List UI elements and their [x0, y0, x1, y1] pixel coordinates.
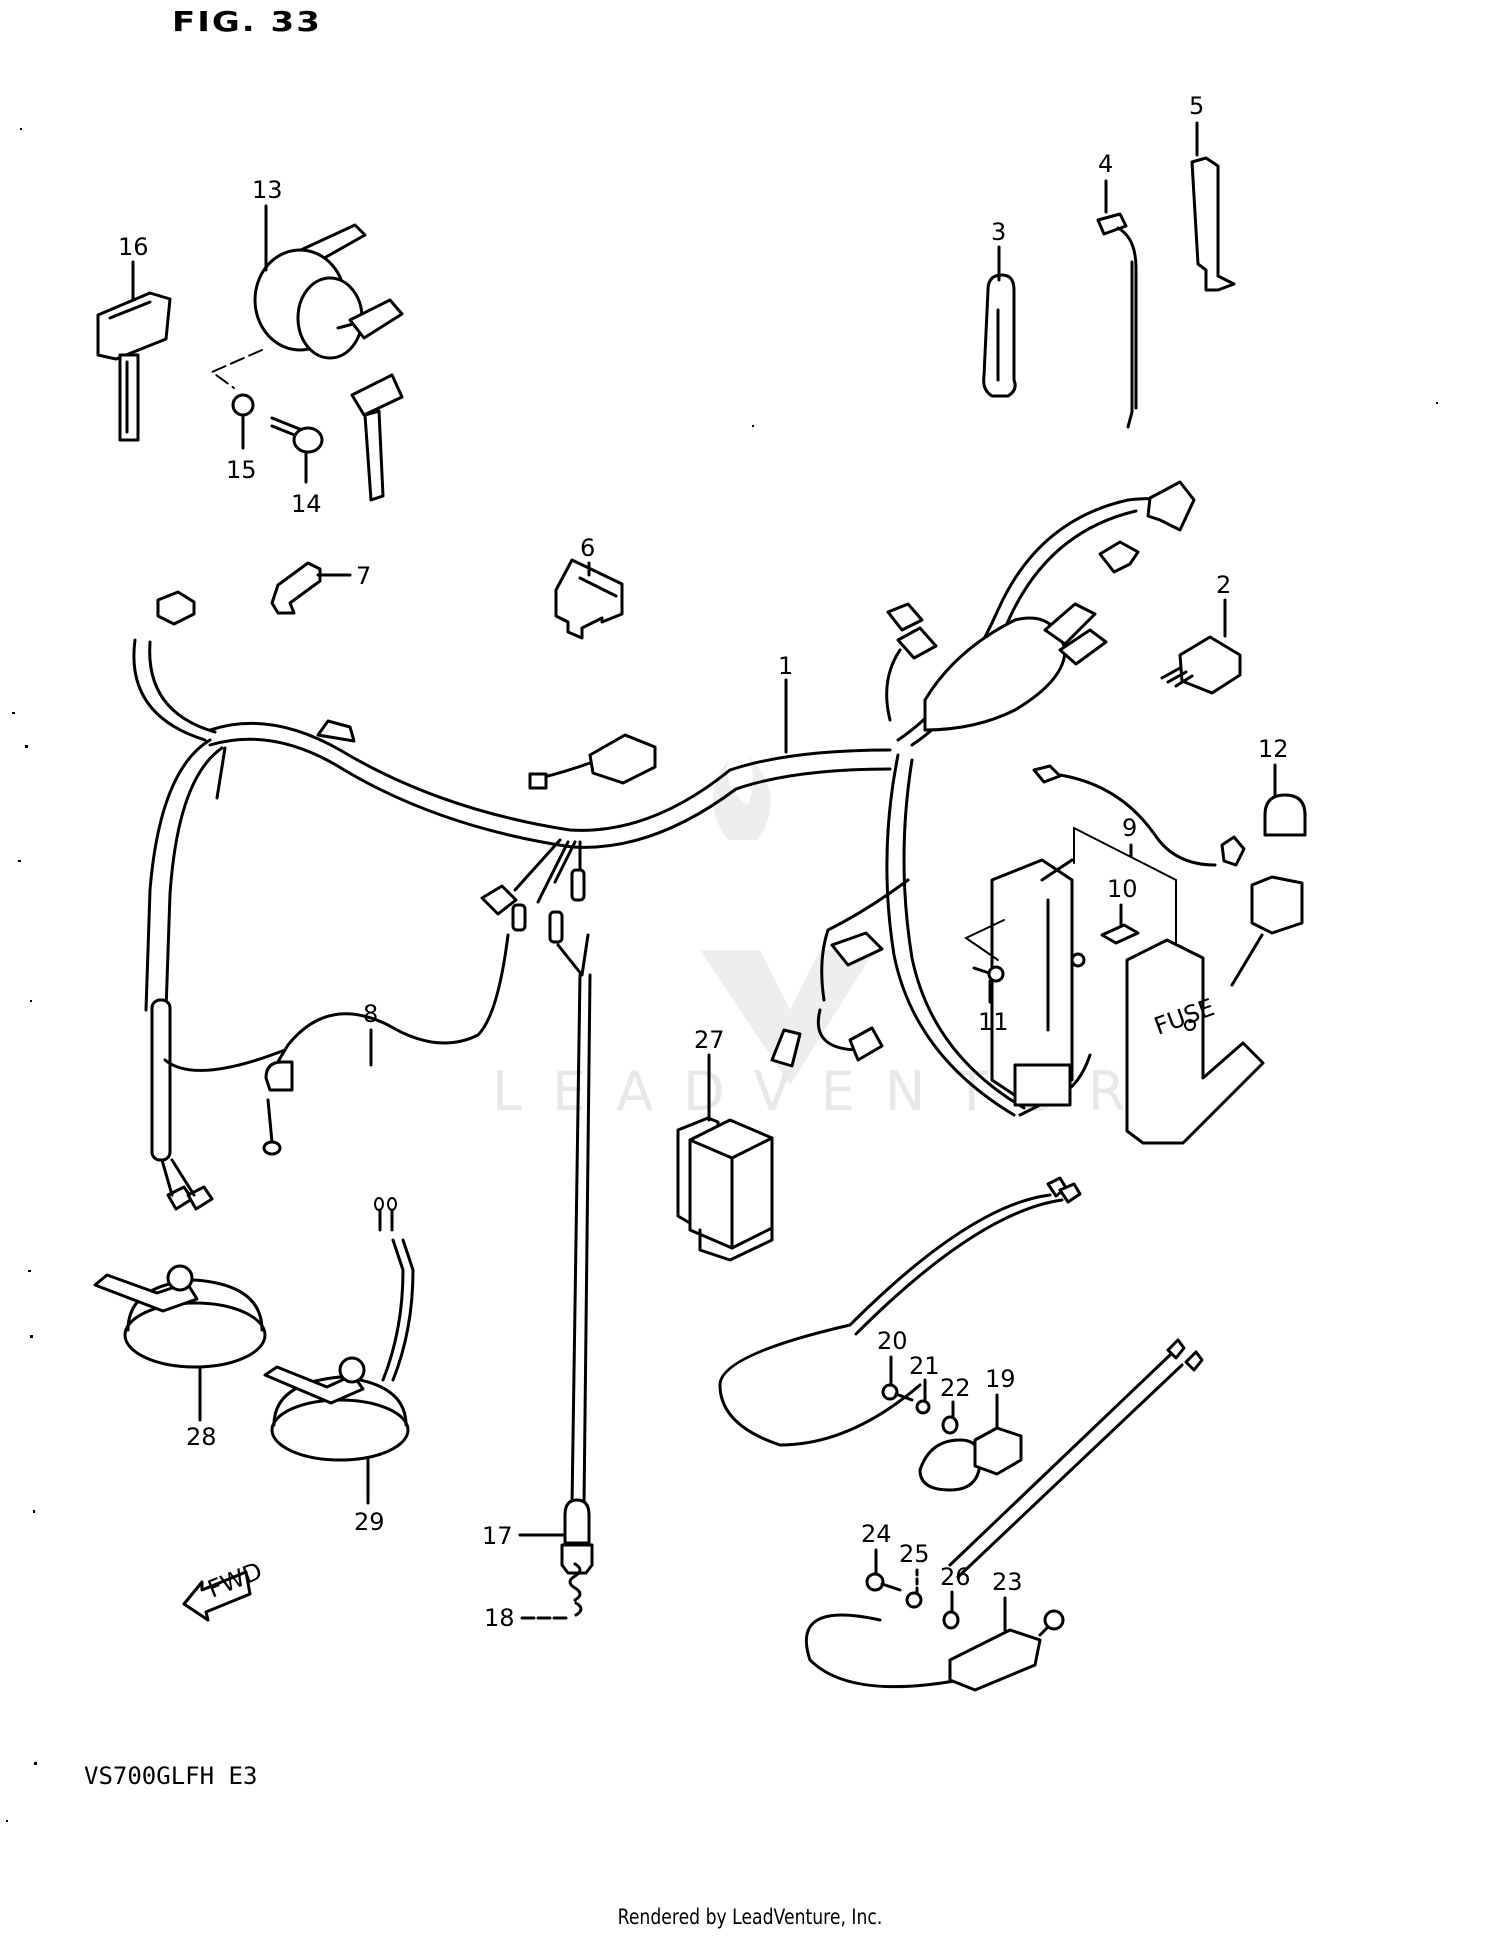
callout-14: 14: [291, 490, 322, 518]
part-21-washer[interactable]: 21: [909, 1352, 940, 1415]
callout-24: 24: [861, 1520, 892, 1548]
part-16-key[interactable]: 16: [96, 233, 172, 442]
callout-22: 22: [940, 1374, 971, 1402]
part-2-connector[interactable]: 2: [1160, 571, 1242, 695]
callout-19: 19: [985, 1365, 1016, 1393]
part-7-bracket-clip[interactable]: 7: [270, 561, 371, 615]
watermark-text: LEADVENTURE: [492, 1060, 1219, 1123]
callout-12: 12: [1258, 735, 1289, 763]
part-9-fuse-box[interactable]: 9 FUSE: [990, 814, 1265, 1145]
callout-1: 1: [778, 652, 793, 680]
callout-26: 26: [940, 1563, 971, 1591]
model-code: VS700GLFH E3: [84, 1762, 258, 1790]
part-29-horn[interactable]: 29: [263, 1197, 415, 1536]
part-13-ignition-switch[interactable]: 13: [210, 176, 404, 502]
callout-7: 7: [356, 562, 371, 590]
callout-4: 4: [1098, 150, 1113, 178]
callout-8: 8: [363, 1000, 378, 1028]
callout-17: 17: [482, 1522, 513, 1550]
part-1-wiring-harness[interactable]: 1: [132, 480, 1196, 1507]
footer-credit: Rendered by LeadVenture, Inc.: [617, 1905, 883, 1929]
callout-28: 28: [186, 1423, 217, 1451]
callout-21: 21: [909, 1352, 940, 1380]
callout-3: 3: [991, 218, 1006, 246]
part-12-main-fuse-holder[interactable]: 12: [1032, 735, 1307, 987]
callout-25: 25: [899, 1540, 930, 1568]
part-14-bolt[interactable]: 14: [270, 416, 324, 518]
part-5-wire-clamp[interactable]: 5: [1189, 92, 1236, 292]
callout-9: 9: [1122, 814, 1137, 842]
part-24-screw[interactable]: 24: [861, 1520, 902, 1592]
callout-6: 6: [580, 534, 595, 562]
callout-18: 18: [484, 1604, 515, 1632]
part-25-washer[interactable]: 25: [899, 1540, 930, 1609]
figure-title: FIG. 33: [172, 6, 322, 38]
part-10-fuse[interactable]: 10: [1100, 875, 1140, 945]
callout-20: 20: [877, 1327, 908, 1355]
callout-23: 23: [992, 1568, 1023, 1596]
callout-11: 11: [978, 1008, 1009, 1036]
part-3-harness-clamp[interactable]: 3: [982, 218, 1017, 398]
fwd-arrow-icon: FWD: [182, 1557, 266, 1622]
part-15-nut[interactable]: 15: [226, 393, 257, 484]
part-19-front-brake-switch[interactable]: 19: [718, 1176, 1082, 1492]
part-6-connector-holder[interactable]: 6: [554, 534, 624, 640]
part-11-screw[interactable]: 11: [964, 919, 1009, 1036]
part-20-screw[interactable]: 20: [877, 1327, 914, 1402]
callout-15: 15: [226, 456, 257, 484]
part-17-rear-brake-switch[interactable]: 17: [482, 1498, 594, 1575]
leadventure-watermark: LEADVENTURE: [492, 755, 1219, 1123]
callout-29: 29: [354, 1508, 385, 1536]
part-22-washer[interactable]: 22: [940, 1374, 971, 1435]
part-27-relay[interactable]: 27: [676, 1026, 774, 1262]
callout-10: 10: [1107, 875, 1138, 903]
callout-2: 2: [1216, 571, 1231, 599]
part-8-ground-lead[interactable]: 8: [363, 1000, 378, 1067]
part-26-washer[interactable]: 26: [940, 1563, 971, 1630]
part-28-horn[interactable]: 28: [93, 1264, 267, 1451]
part-23-clutch-switch[interactable]: 23: [804, 1338, 1204, 1692]
part-4-cable-tie[interactable]: 4: [1096, 150, 1138, 429]
callout-13: 13: [252, 176, 283, 204]
scan-noise: [6, 128, 1438, 1822]
callout-27: 27: [694, 1026, 725, 1054]
callout-5: 5: [1189, 92, 1204, 120]
ground-wire-path: [274, 933, 510, 1067]
part-18-spring[interactable]: 18: [484, 1562, 583, 1632]
callout-16: 16: [118, 233, 149, 261]
